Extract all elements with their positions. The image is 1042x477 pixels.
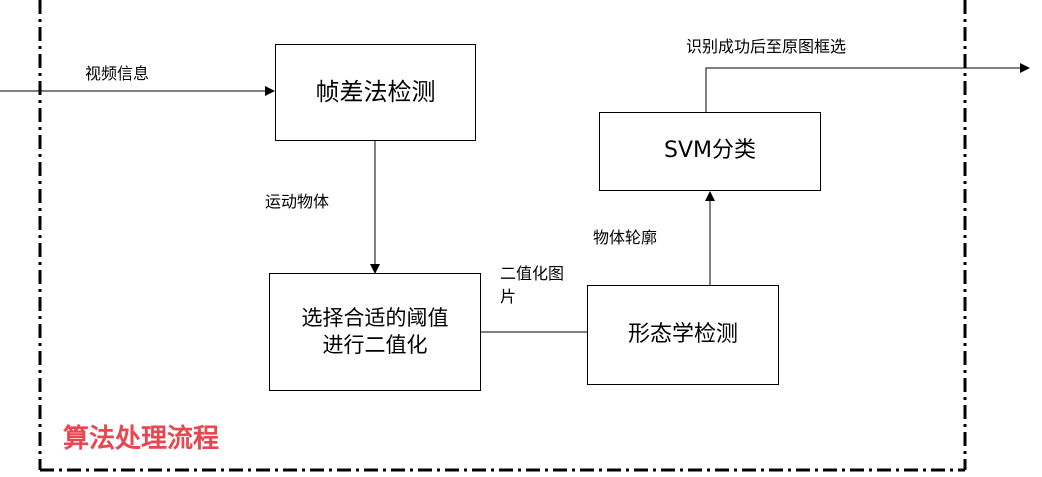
- threshold-label-line1: 选择合适的阈值: [301, 305, 449, 330]
- video-info-label: 视频信息: [85, 64, 150, 83]
- morphology-detection-box: 形态学检测: [587, 285, 779, 385]
- binary-image-label-line1: 二值化图: [500, 264, 565, 283]
- threshold-binarization-box: 选择合适的阈值 进行二值化: [269, 273, 481, 391]
- output-arrow: [705, 63, 1030, 112]
- threshold-label-line2: 进行二值化: [322, 333, 428, 357]
- moving-object-label: 运动物体: [265, 192, 330, 211]
- object-contour-label: 物体轮廓: [593, 228, 658, 247]
- svm-classification-label: SVM分类: [664, 138, 756, 164]
- frame-diff-detection-label: 帧差法检测: [315, 77, 436, 106]
- process-boundary: [38, 0, 967, 472]
- binary-image-label-line2: 片: [500, 287, 517, 307]
- morphology-detection-label: 形态学检测: [627, 321, 738, 347]
- select-on-original-label: 识别成功后至原图框选: [686, 37, 847, 56]
- algorithm-flow-title: 算法处理流程: [63, 424, 220, 454]
- binary-image-label: 二值化图 片: [500, 262, 564, 308]
- frame-diff-detection-box: 帧差法检测: [275, 44, 476, 141]
- svm-classification-box: SVM分类: [599, 112, 821, 191]
